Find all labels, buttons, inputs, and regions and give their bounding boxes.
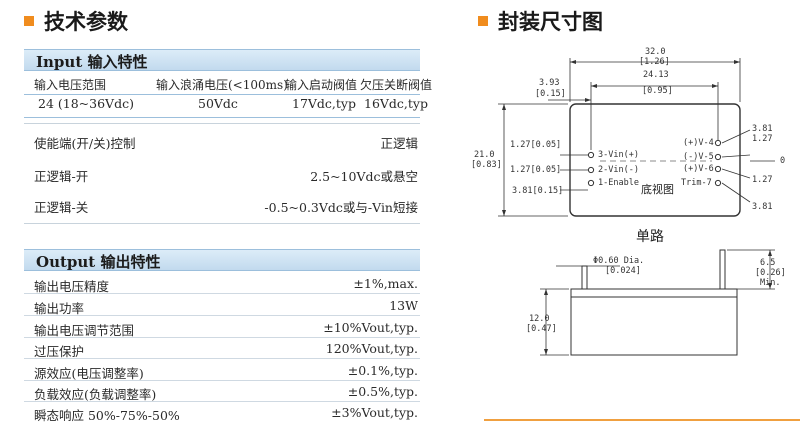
dim-pin-pitch-b: 1.27[0.05] [510, 165, 562, 175]
dim-r0: 0 [780, 156, 786, 166]
dim-pin-len-min: Min. [760, 278, 781, 288]
pin-2-circle [587, 166, 595, 174]
dim-r381b: 3.81 [752, 202, 773, 212]
control-top-line [24, 123, 420, 124]
dim-pin-pitch-a: 1.27[0.05] [510, 140, 562, 150]
pin-label-trim: Trim-7 [681, 178, 712, 188]
input-table-divider [24, 94, 420, 95]
control-bottom-line [24, 223, 420, 224]
single-output-label: 单路 [636, 229, 664, 245]
orange-square-icon [24, 16, 34, 26]
bottom-view-label: 底视图 [641, 183, 674, 196]
side-pin-right [719, 249, 726, 290]
input-col-uvlo: 欠压关断阀值 [360, 78, 433, 92]
pin-label-vout-plus-6: (+)V-6 [683, 164, 714, 174]
pin-5-circle [714, 153, 722, 161]
row-divider [24, 358, 420, 359]
dim-r381a: 3.81 [752, 124, 773, 134]
dim-body-height: 12.0 [529, 314, 550, 324]
pin-1-circle [587, 179, 595, 187]
dim-pin-span: 24.13 [643, 70, 669, 80]
pin-6-circle [714, 165, 722, 173]
package-dims-title: 封装尺寸图 [478, 6, 603, 36]
dim-pin-len: 6.5 [760, 258, 776, 268]
pin-7-circle [714, 179, 722, 187]
dim-offset-in: [0.15] [535, 89, 566, 99]
dim-pin-span-in: [0.95] [642, 86, 673, 96]
orange-square-icon [478, 16, 488, 26]
pin-label-vout-plus-4: (+)V-4 [683, 138, 714, 148]
pin-label-enable: 1-Enable [598, 178, 639, 188]
pin-4-circle [714, 139, 722, 147]
row-divider [24, 380, 420, 381]
dim-body-height-in: [0.47] [526, 324, 557, 334]
output-heading: Output 输出特性 [36, 253, 161, 271]
input-heading: Input 输入特性 [36, 53, 148, 71]
dim-pin-dia-in: [0.024] [605, 266, 641, 276]
dim-height: 21.0 [474, 150, 495, 160]
dim-pin-dia: Φ0.60 Dia. [593, 256, 645, 266]
dim-height-in: [0.83] [471, 160, 502, 170]
input-col-voltage-range: 输入电压范围 [34, 78, 107, 92]
input-val-surge: 50Vdc [198, 96, 238, 111]
module-top-view [569, 103, 741, 217]
dim-pin-offset: 3.81[0.15] [512, 186, 564, 196]
row-divider [24, 337, 420, 338]
input-val-voltage-range: 24 (18~36Vdc) [38, 96, 134, 111]
module-side-view [570, 288, 738, 356]
input-heading-band: Input 输入特性 [24, 49, 420, 71]
input-val-startup: 17Vdc,typ [292, 96, 356, 111]
output-heading-band: Output 输出特性 [24, 249, 420, 271]
row-divider [24, 401, 420, 402]
input-table-bottom [24, 117, 420, 118]
pin-3-circle [587, 151, 595, 159]
input-col-surge: 输入浪涌电压(<100ms) [156, 78, 288, 92]
tech-params-title: 技术参数 [24, 6, 128, 36]
pin-label-vout-minus-5: (-)V-5 [683, 152, 714, 162]
pin-label-vin-minus: 2-Vin(-) [598, 165, 639, 175]
input-col-startup: 输入启动阀值 [285, 78, 358, 92]
dim-offset: 3.93 [539, 78, 560, 88]
dim-pin-len-in: [0.26] [755, 268, 786, 278]
footer-accent-line [484, 419, 800, 421]
side-pin-left [581, 265, 588, 290]
dim-width: 32.0 [645, 47, 666, 57]
row-divider [24, 293, 420, 294]
row-divider [24, 315, 420, 316]
dim-width-in: [1.26] [639, 57, 670, 67]
dim-r127b: 1.27 [752, 175, 773, 185]
dim-r127a: 1.27 [752, 134, 773, 144]
pin-label-vin-plus: 3-Vin(+) [598, 150, 639, 160]
input-val-uvlo: 16Vdc,typ [364, 96, 428, 111]
